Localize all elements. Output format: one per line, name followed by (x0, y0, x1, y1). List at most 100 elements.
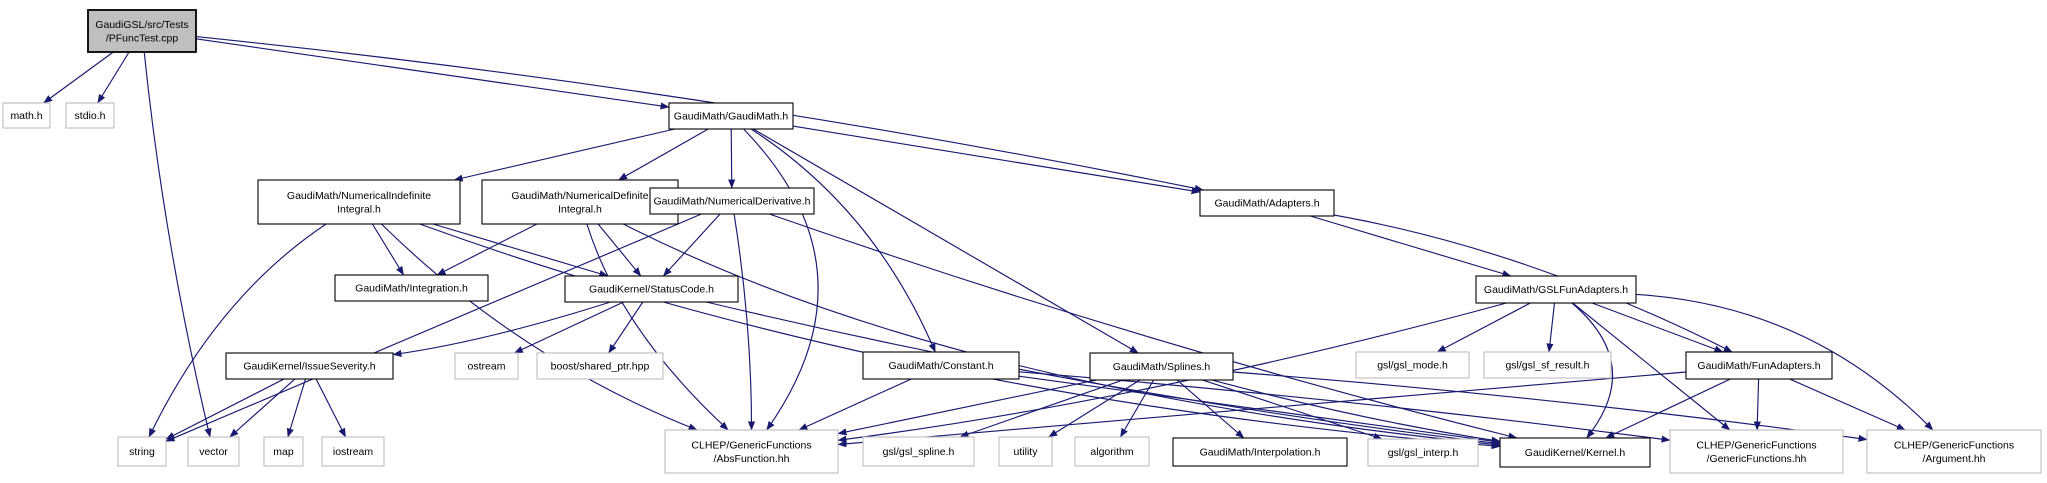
node-gslsfresult: gsl/gsl_sf_result.h (1483, 351, 1612, 379)
node-map: map (263, 436, 304, 467)
edge-funadapters-to-absfunction (837, 371, 1687, 448)
edge-splines-to-interpolation (1176, 379, 1245, 439)
node-gaudimath[interactable]: GaudiMath/GaudiMath.h (668, 102, 794, 130)
node-ostream: ostream (454, 352, 519, 380)
node-issueseverity[interactable]: GaudiKernel/IssueSeverity.h (225, 352, 394, 380)
node-vector: vector (187, 436, 240, 467)
node-funadapters-label: GaudiMath/FunAdapters.h (1697, 360, 1820, 372)
node-stdio: stdio.h (65, 102, 115, 129)
node-algorithm: algorithm (1074, 436, 1150, 467)
node-splines[interactable]: GaudiMath/Splines.h (1089, 352, 1234, 381)
node-argument-box (1866, 429, 2042, 474)
node-genericfunctions-label: /GenericFunctions.hh (1707, 453, 1807, 465)
node-utility-label: utility (1014, 446, 1039, 458)
edge-issueseverity-to-iostream (315, 378, 347, 438)
node-kernel[interactable]: GaudiKernel/Kernel.h (1499, 437, 1651, 468)
node-numderiv-label: GaudiMath/NumericalDerivative.h (654, 196, 811, 208)
node-ostream-label: ostream (468, 361, 506, 373)
edge-constant-to-absfunction (798, 378, 912, 431)
node-gslmode-box (1355, 351, 1470, 379)
node-splines-box[interactable] (1089, 352, 1234, 381)
node-pfunctest[interactable]: GaudiGSL/src/Tests/PFuncTest.cpp (87, 9, 197, 53)
node-string: string (117, 436, 167, 467)
node-boost-box (536, 352, 664, 380)
node-funadapters-box[interactable] (1685, 351, 1833, 380)
node-numindef-box[interactable] (257, 179, 461, 225)
node-ostream-box (454, 352, 519, 380)
node-numindef-label: GaudiMath/NumericalIndefinite (287, 190, 431, 202)
node-gslfun[interactable]: GaudiMath/GSLFunAdapters.h (1475, 275, 1637, 304)
node-kernel-label: GaudiKernel/Kernel.h (1525, 447, 1626, 459)
node-math: math.h (2, 102, 51, 129)
node-gaudimath-box[interactable] (668, 102, 794, 130)
edge-constant-to-kernel (1018, 375, 1501, 445)
node-algorithm-box (1074, 436, 1150, 467)
node-string-label: string (129, 446, 155, 458)
node-boost: boost/shared_ptr.hpp (536, 352, 664, 380)
node-utility: utility (998, 436, 1053, 467)
node-absfunction-box (664, 429, 839, 474)
edge-statuscode-to-boost (608, 301, 644, 354)
edge-gslfun-to-argument (1635, 293, 1934, 431)
node-issueseverity-box[interactable] (225, 352, 394, 380)
node-integration[interactable]: GaudiMath/Integration.h (334, 274, 489, 302)
node-layer: GaudiGSL/src/Tests/PFuncTest.cpp math.h st… (2, 9, 2042, 474)
node-gslinterp: gsl/gsl_interp.h (1367, 438, 1479, 467)
node-genericfunctions-box (1669, 429, 1844, 474)
node-integration-box[interactable] (334, 274, 489, 302)
edge-numdef-to-kernel (623, 223, 1501, 448)
edge-numderiv-to-string (165, 213, 702, 442)
node-absfunction-label: CLHEP/GenericFunctions (691, 439, 811, 451)
node-gslfun-label: GaudiMath/GSLFunAdapters.h (1484, 284, 1628, 296)
node-gslspline: gsl/gsl_spline.h (862, 436, 975, 467)
node-statuscode[interactable]: GaudiKernel/StatusCode.h (564, 275, 739, 303)
node-interpolation[interactable]: GaudiMath/Interpolation.h (1172, 437, 1348, 467)
node-absfunction: CLHEP/GenericFunctions/AbsFunction.hh (664, 429, 839, 474)
node-iostream-box (321, 436, 385, 467)
node-adapters-label: GaudiMath/Adapters.h (1214, 198, 1319, 210)
edge-splines-to-kernel (1211, 379, 1501, 444)
node-iostream-label: iostream (333, 446, 374, 458)
edge-numderiv-to-statuscode (662, 213, 721, 277)
node-gslinterp-box (1367, 438, 1479, 467)
node-vector-label: vector (199, 446, 228, 458)
edge-statuscode-to-ostream (513, 301, 624, 354)
edge-pfunctest-to-adapters (195, 36, 1204, 192)
node-numderiv-box[interactable] (649, 187, 815, 215)
node-interpolation-box[interactable] (1172, 437, 1348, 467)
node-numderiv[interactable]: GaudiMath/NumericalDerivative.h (649, 187, 815, 215)
node-stdio-box (65, 102, 115, 129)
node-constant[interactable]: GaudiMath/Constant.h (862, 351, 1020, 380)
node-gaudimath-label: GaudiMath/GaudiMath.h (674, 111, 789, 123)
node-kernel-box[interactable] (1499, 437, 1651, 468)
node-stdio-label: stdio.h (75, 110, 106, 122)
node-string-box (117, 436, 167, 467)
node-funadapters[interactable]: GaudiMath/FunAdapters.h (1685, 351, 1833, 380)
node-pfunctest-label: /PFuncTest.cpp (106, 32, 179, 44)
edge-numdef-to-absfunction (586, 223, 729, 431)
node-numdef-box[interactable] (481, 179, 679, 225)
node-integration-label: GaudiMath/Integration.h (355, 283, 468, 295)
node-statuscode-box[interactable] (564, 275, 739, 303)
node-gslmode: gsl/gsl_mode.h (1355, 351, 1470, 379)
node-constant-box[interactable] (862, 351, 1020, 380)
node-gslsfresult-box (1483, 351, 1612, 379)
node-adapters[interactable]: GaudiMath/Adapters.h (1199, 189, 1335, 217)
edge-statuscode-to-issueseverity (392, 301, 611, 358)
node-pfunctest-box[interactable] (87, 9, 197, 53)
edge-gslfun-to-funadapters (1591, 302, 1724, 353)
edge-numderiv-to-absfunction (733, 213, 756, 431)
edge-funadapters-to-genericfunctions (1753, 378, 1761, 431)
edge-numderiv-to-kernel (769, 213, 1518, 440)
node-numdef-label: GaudiMath/NumericalDefinite (511, 190, 648, 202)
edge-issueseverity-to-map (286, 378, 307, 438)
node-math-box (2, 102, 51, 129)
edge-layer (43, 36, 1934, 450)
node-adapters-box[interactable] (1199, 189, 1335, 217)
node-gslfun-box[interactable] (1475, 275, 1637, 304)
node-absfunction-label: /AbsFunction.hh (714, 453, 790, 465)
